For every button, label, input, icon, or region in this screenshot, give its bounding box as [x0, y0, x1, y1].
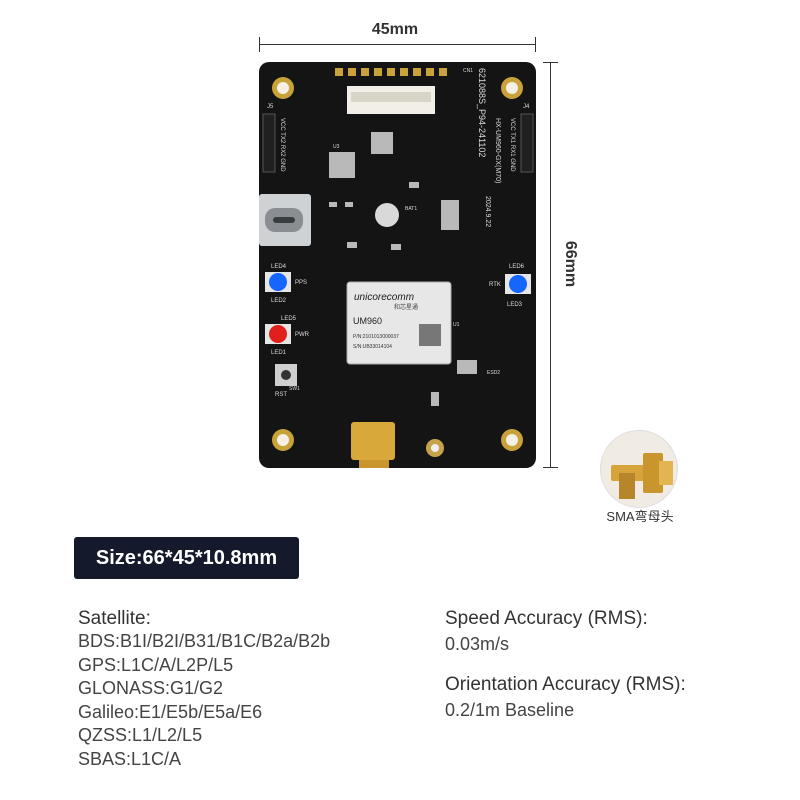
silk-led3: LED3 [507, 302, 523, 308]
spec-line: GLONASS:G1/G2 [78, 678, 224, 698]
sma-inset-label: SMA弯母头 [606, 509, 674, 524]
width-dimension-label: 45mm [371, 21, 419, 38]
silk-led2: LED2 [271, 298, 287, 304]
leds [265, 272, 531, 344]
silk-u1: U1 [453, 322, 460, 328]
spec-line: QZSS:L1/L2/L5 [78, 725, 203, 745]
silk-esd2: ESD2 [487, 370, 500, 376]
top-header-pads [335, 68, 447, 76]
silk-j5: J5 [267, 104, 274, 110]
silk-led6: LED6 [509, 264, 525, 270]
module-brand-cn: 和芯星通 [394, 303, 418, 311]
mounting-holes [272, 77, 523, 451]
gnss-board-image: 621088S_P94-241102 HX-UM960-GX(M70) 2024… [259, 62, 536, 468]
spec-line: Galileo:E1/E5b/E5a/E6 [78, 701, 263, 722]
sma-inset-image [600, 430, 678, 508]
silk-rtk: RTK [489, 282, 501, 288]
width-dimension-line [259, 37, 536, 52]
smd-components [329, 132, 477, 406]
height-dimension-label: 66mm [562, 240, 579, 288]
satellite-specs: Satellite: BDS:B1I/B2I/B31/B1C/B2a/B2b G… [78, 608, 330, 771]
right-header [520, 113, 534, 173]
satellite-heading: Satellite: [78, 608, 151, 629]
module-sn: S/N:UB33014104 [353, 344, 392, 350]
module-name: UM960 [353, 316, 382, 326]
speed-accuracy-value: 0.03m/s [445, 634, 510, 654]
accuracy-specs: Speed Accuracy (RMS): 0.03m/s Orientatio… [445, 608, 686, 722]
silk-pwr: PWR [295, 332, 310, 338]
silk-led4: LED4 [271, 264, 287, 270]
module-qr [419, 324, 441, 346]
silk-j4-pins: VCC TX1 RX1 GND [509, 118, 515, 172]
silk-date: 2024.9.22 [484, 196, 491, 227]
module-pn: P/N:2101013000037 [353, 334, 399, 340]
silk-sw1: SW1 [289, 386, 300, 392]
speed-accuracy-heading: Speed Accuracy (RMS): [445, 608, 648, 629]
silk-bat1: BAT1 [405, 206, 417, 212]
size-badge: Size:66*45*10.8mm [74, 537, 299, 579]
orientation-accuracy-heading: Orientation Accuracy (RMS): [445, 673, 686, 695]
left-header [262, 113, 276, 173]
spec-line: SBAS:L1C/A [78, 748, 182, 769]
sma-connector [351, 422, 395, 468]
silk-top-text: 621088S_P94-241102 [477, 68, 487, 157]
spec-line: GPS:L1C/A/L2P/L5 [78, 654, 234, 675]
height-dimension-line [543, 62, 558, 468]
silk-pps: PPS [295, 280, 307, 286]
silk-j5-pins: VCC TX2 RX2 GND [279, 118, 285, 172]
battery [375, 203, 399, 227]
silk-u3: U3 [333, 144, 340, 150]
silk-model: HX-UM960-GX(M70) [494, 118, 501, 183]
module-brand: unicorecomm [354, 292, 414, 303]
silk-cn1: CN1 [463, 68, 473, 74]
silk-led1: LED1 [271, 350, 287, 356]
silk-led5: LED5 [281, 316, 297, 322]
orientation-accuracy-value: 0.2/1m Baseline [445, 699, 575, 720]
silk-j4: J4 [523, 104, 530, 110]
silk-rst: RST [275, 392, 287, 398]
spec-line: BDS:B1I/B2I/B31/B1C/B2a/B2b [78, 631, 331, 651]
